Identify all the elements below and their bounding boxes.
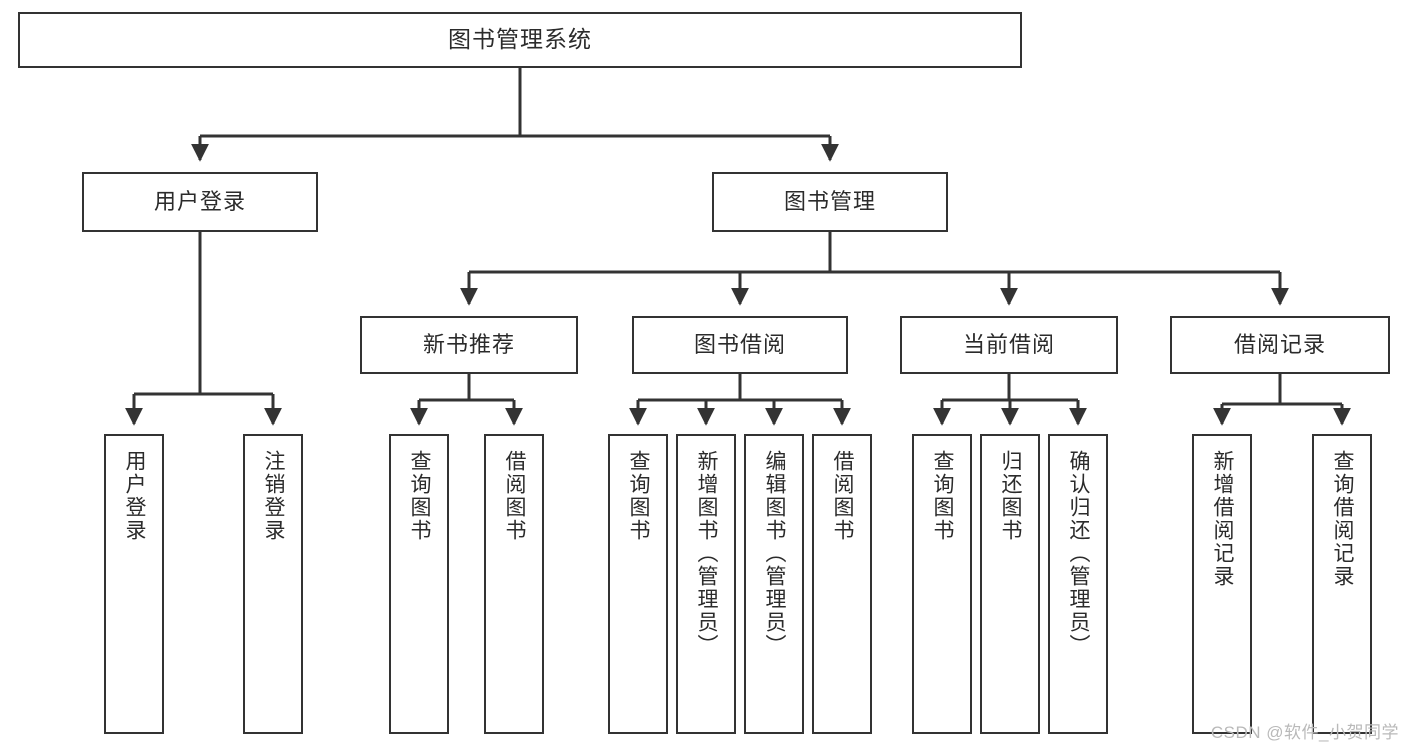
node-leaf-7[interactable]: 编辑图书（管理员） bbox=[744, 434, 804, 734]
node-leaf-8[interactable]: 借阅图书 bbox=[812, 434, 872, 734]
node-leaf-2-label: 注销登录 bbox=[262, 450, 286, 542]
node-leaf-6[interactable]: 新增图书（管理员） bbox=[676, 434, 736, 734]
node-level3-2[interactable]: 图书借阅 bbox=[632, 316, 848, 374]
node-leaf-7-label: 编辑图书（管理员） bbox=[763, 450, 787, 657]
node-leaf-3-label: 查询图书 bbox=[408, 450, 432, 542]
node-level3-4-label: 借阅记录 bbox=[1233, 331, 1326, 357]
node-leaf-10-label: 归还图书 bbox=[999, 450, 1023, 542]
node-leaf-1[interactable]: 用户登录 bbox=[104, 434, 164, 734]
node-level2-2-label: 图书管理 bbox=[783, 188, 876, 214]
node-leaf-11-label: 确认归还（管理员） bbox=[1067, 450, 1091, 657]
node-leaf-5[interactable]: 查询图书 bbox=[608, 434, 668, 734]
node-level2-1-label: 用户登录 bbox=[153, 188, 246, 214]
node-leaf-5-label: 查询图书 bbox=[627, 450, 651, 542]
node-leaf-11[interactable]: 确认归还（管理员） bbox=[1048, 434, 1108, 734]
node-level3-1-label: 新书推荐 bbox=[422, 331, 515, 357]
node-level3-1[interactable]: 新书推荐 bbox=[360, 316, 578, 374]
node-level3-4[interactable]: 借阅记录 bbox=[1170, 316, 1390, 374]
node-leaf-13[interactable]: 查询借阅记录 bbox=[1312, 434, 1372, 734]
node-leaf-9-label: 查询图书 bbox=[931, 450, 955, 542]
node-leaf-12-label: 新增借阅记录 bbox=[1211, 450, 1235, 588]
node-level3-3[interactable]: 当前借阅 bbox=[900, 316, 1118, 374]
node-leaf-9[interactable]: 查询图书 bbox=[912, 434, 972, 734]
node-leaf-2[interactable]: 注销登录 bbox=[243, 434, 303, 734]
node-leaf-12[interactable]: 新增借阅记录 bbox=[1192, 434, 1252, 734]
node-level3-3-label: 当前借阅 bbox=[962, 331, 1055, 357]
node-level2-1[interactable]: 用户登录 bbox=[82, 172, 318, 232]
node-leaf-8-label: 借阅图书 bbox=[831, 450, 855, 542]
watermark: CSDN @软件_小贺同学 bbox=[1210, 723, 1399, 742]
node-leaf-10[interactable]: 归还图书 bbox=[980, 434, 1040, 734]
node-leaf-6-label: 新增图书（管理员） bbox=[695, 450, 719, 657]
node-leaf-3[interactable]: 查询图书 bbox=[389, 434, 449, 734]
node-level2-2[interactable]: 图书管理 bbox=[712, 172, 948, 232]
node-leaf-4[interactable]: 借阅图书 bbox=[484, 434, 544, 734]
node-leaf-1-label: 用户登录 bbox=[123, 450, 147, 542]
node-level3-2-label: 图书借阅 bbox=[693, 331, 786, 357]
node-root-label: 图书管理系统 bbox=[448, 26, 592, 53]
node-leaf-13-label: 查询借阅记录 bbox=[1331, 450, 1355, 588]
node-leaf-4-label: 借阅图书 bbox=[503, 450, 527, 542]
node-root[interactable]: 图书管理系统 bbox=[18, 12, 1022, 68]
